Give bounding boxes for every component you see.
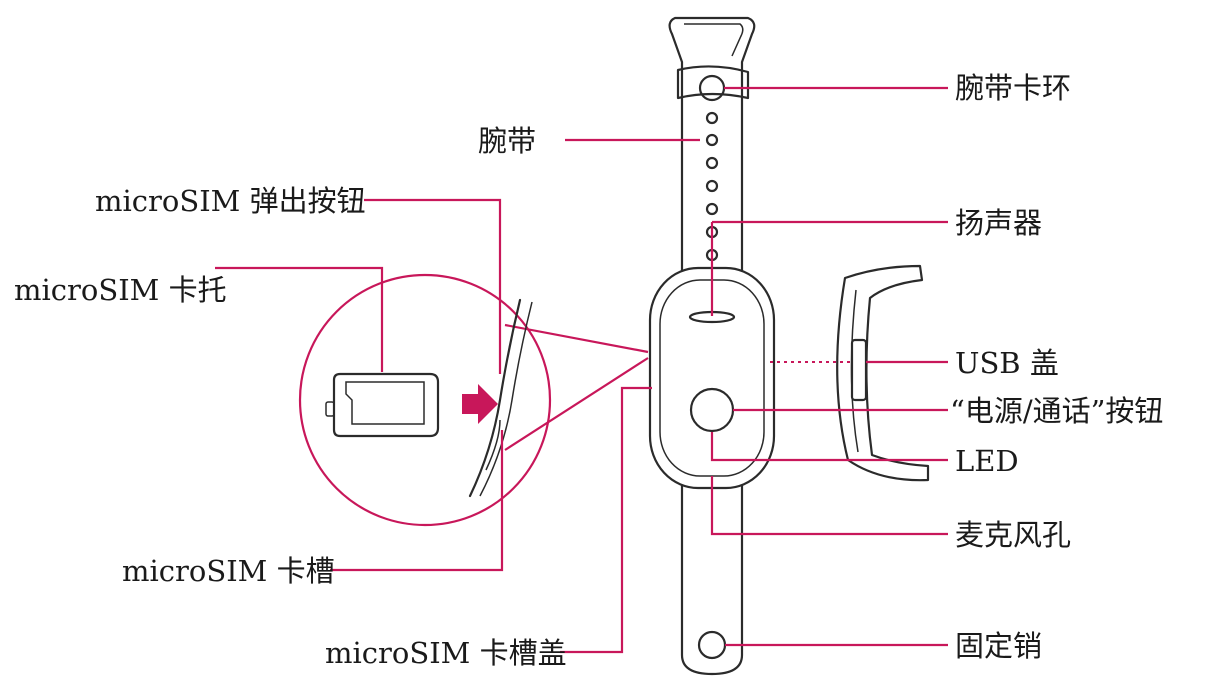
strap-loop-shape [676,65,750,100]
sim-card-icon [345,381,425,425]
sim-tray-icon [332,372,440,438]
label-fixing-pin: 固定销 [955,629,1042,663]
label-sim-eject-button: microSIM 弹出按钮 [95,184,366,218]
label-speaker: 扬声器 [955,206,1042,240]
label-sim-slot: microSIM 卡槽 [122,554,335,588]
fixing-pin-icon [697,630,727,660]
usb-cover-icon [850,338,868,402]
insert-arrow-icon [462,384,498,424]
label-usb-cover: USB 盖 [955,346,1059,380]
labels: 腕带卡环 腕带 扬声器 USB 盖 “电源/通话”按钮 LED 麦克风孔 固定销… [14,71,1163,670]
leaders-left [215,138,700,654]
label-mic-hole: 麦克风孔 [955,518,1071,552]
label-sim-slot-cover: microSIM 卡槽盖 [325,636,567,670]
label-led: LED [955,444,1019,478]
sim-zoom-callout [298,273,649,527]
label-wrist-strap-loop: 腕带卡环 [955,71,1071,105]
leaders-right [710,86,948,647]
label-sim-tray: microSIM 卡托 [14,273,227,307]
strap-loop-hole-icon [698,74,726,102]
label-power-call-button: “电源/通话”按钮 [950,394,1163,428]
zoom-circle [298,273,552,527]
watch-side-view [836,264,930,482]
label-wrist-strap: 腕带 [478,124,536,158]
